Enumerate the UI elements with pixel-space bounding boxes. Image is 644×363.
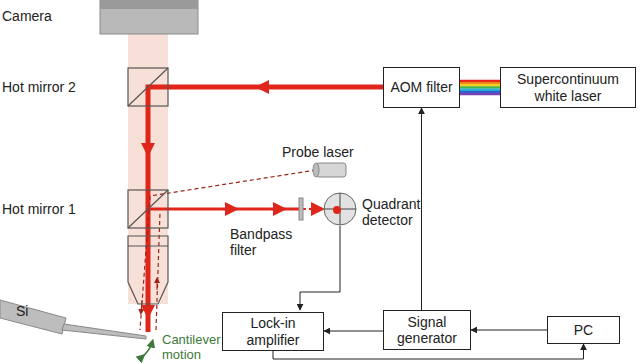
computer-box: PC (547, 316, 620, 344)
component-label: Probe laser (282, 144, 354, 160)
excitation-beam (147, 300, 149, 312)
detector-signal-wire (300, 226, 340, 310)
camera-body (100, 0, 198, 34)
detection-beam (148, 209, 318, 210)
signal-connector (421, 108, 422, 310)
camera-body (100, 0, 198, 9)
signal-connector (471, 330, 547, 331)
excitation-beam (148, 87, 383, 332)
component-label: Quadrant detector (362, 196, 420, 228)
probe-laser-body (313, 163, 346, 177)
amplifier-box: Lock-in amplifier (222, 312, 324, 351)
detector-signal-wire (300, 226, 340, 310)
probe-laser-path (141, 300, 142, 312)
quadrant-detector (324, 193, 356, 225)
objective-lens (128, 236, 168, 304)
probe-laser-body (316, 163, 346, 177)
material-label: Si (16, 303, 28, 319)
hot-mirror-cube (128, 190, 168, 228)
quadrant-detector (324, 193, 356, 225)
component-label: Hot mirror 1 (2, 201, 76, 217)
white-light-beam (460, 80, 500, 82)
hot-mirror-cube (128, 68, 168, 106)
excitation-beam (148, 87, 383, 332)
hot-mirror-cube (128, 190, 168, 228)
component-label: Hot mirror 2 (2, 79, 112, 95)
excitation-beam (262, 86, 270, 88)
component-label: Hot mirror 1 (2, 201, 112, 217)
bandpass-filter (299, 198, 303, 220)
component-label: Bandpass filter (230, 226, 292, 258)
component-label: Bandpass filter (230, 226, 294, 258)
motion-label: Cantilever motion (162, 332, 221, 362)
hot-mirror-cube (128, 68, 168, 228)
objective-lens (128, 236, 168, 304)
quadrant-detector (333, 206, 341, 214)
box-label: Supercontinuum white laser (501, 71, 635, 103)
component-label: Quadrant detector (362, 196, 432, 228)
cantilever-motion-arrow (142, 343, 152, 357)
detection-beam (270, 208, 280, 210)
device-label: Camera (2, 8, 52, 24)
filter-box: AOM filter (383, 67, 460, 108)
white-light-beam (460, 86, 500, 88)
white-light-beam (460, 93, 500, 95)
excitation-beam (147, 140, 149, 150)
white-light-beam (460, 82, 500, 84)
motion-label: Cantilever motion (162, 333, 232, 363)
device-label: Camera (2, 8, 92, 24)
box-label: PC (574, 322, 593, 338)
signal-connector (324, 331, 383, 332)
bandpass-filter (299, 198, 303, 220)
signal-connector (421, 108, 422, 310)
camera-body (100, 0, 198, 34)
cantilever-motion-arrow (142, 343, 152, 357)
box-label: AOM filter (390, 79, 452, 95)
white-light-beam (460, 81, 500, 94)
box-label: Lock-in amplifier (223, 315, 323, 347)
silicon-chip (62, 324, 146, 339)
laser-box: Supercontinuum white laser (500, 67, 636, 108)
probe-laser-path (140, 170, 316, 330)
hot-mirror-cube (128, 68, 168, 106)
signal-connector (324, 331, 383, 332)
component-label: Hot mirror 2 (2, 79, 76, 95)
probe-laser-path (140, 170, 316, 330)
objective-lens (128, 246, 168, 247)
detection-beam (302, 208, 318, 210)
probe-laser-path (157, 280, 158, 290)
white-light-beam (460, 88, 500, 90)
detection-beam (222, 208, 232, 210)
material-label: Si (16, 303, 46, 319)
probe-laser-body (313, 163, 319, 177)
box-label: Signal generator (384, 314, 470, 346)
probe-laser-path (156, 212, 160, 330)
component-label: Probe laser (282, 144, 372, 160)
silicon-chip (0, 300, 146, 339)
white-light-beam (460, 91, 500, 93)
signal-connector (471, 330, 547, 331)
silicon-chip (0, 300, 66, 334)
generator-box: Signal generator (383, 310, 471, 350)
detection-beam (148, 208, 300, 211)
white-light-beam (460, 84, 500, 86)
